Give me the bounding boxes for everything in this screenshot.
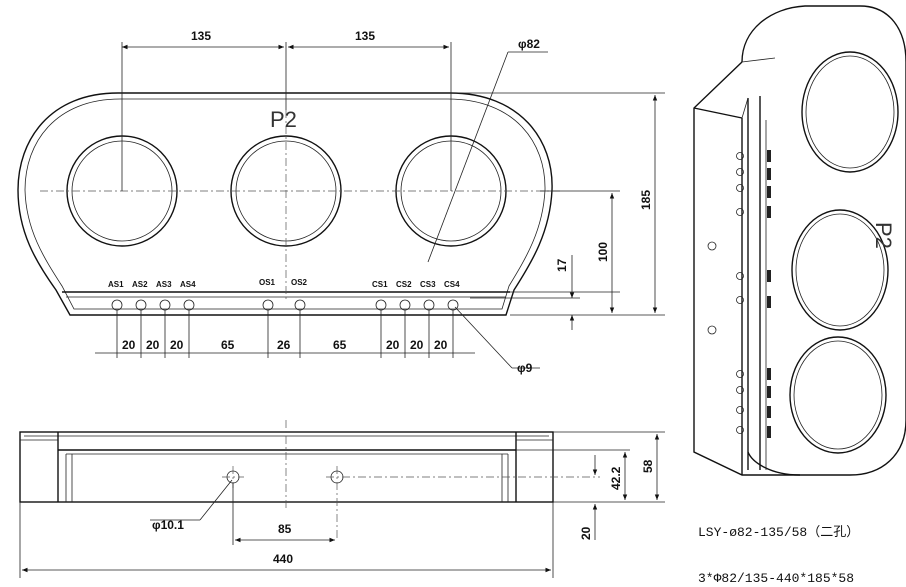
dim-20-c: 20 <box>170 338 184 352</box>
dim-65-b: 65 <box>333 338 347 352</box>
perspective-side-hole-2 <box>707 325 717 335</box>
terminal-CS3: CS3 <box>420 280 436 311</box>
dim-20-b: 20 <box>146 338 160 352</box>
terminal-CS4: CS4 <box>444 280 460 311</box>
side-bolt-hole-right <box>326 466 600 540</box>
svg-text:AS3: AS3 <box>156 280 172 289</box>
front-view: P2 135 135 φ82 185 100 17 AS1 AS2 AS3 AS… <box>17 29 665 375</box>
perspective-hole-top-inner <box>805 55 895 169</box>
dim-135-left: 135 <box>191 29 211 43</box>
dim-phi10: φ10.1 <box>152 518 184 532</box>
perspective-hole-bottom-inner <box>793 340 883 450</box>
svg-text:OS2: OS2 <box>291 278 308 287</box>
svg-text:OS1: OS1 <box>259 278 276 287</box>
dim-135-right: 135 <box>355 29 375 43</box>
dim-20-a: 20 <box>122 338 136 352</box>
dim-58: 58 <box>641 459 655 473</box>
perspective-hole-bottom <box>789 336 887 454</box>
terminal-AS4: AS4 <box>180 280 196 311</box>
front-body-inner-outline <box>24 98 546 310</box>
perspective-hole-middle <box>791 209 889 331</box>
svg-text:CS1: CS1 <box>372 280 388 289</box>
perspective-edge-top <box>693 107 743 119</box>
terminal-OS2: OS2 <box>291 278 308 311</box>
perspective-front-face <box>693 61 800 476</box>
dim-100: 100 <box>596 242 610 262</box>
svg-text:CS2: CS2 <box>396 280 412 289</box>
perspective-groove-top <box>741 97 749 119</box>
dim-phi82: φ82 <box>518 37 540 51</box>
terminal-AS2: AS2 <box>132 280 148 311</box>
dim-42-2: 42.2 <box>609 466 623 490</box>
dim-20-f: 20 <box>434 338 448 352</box>
dim-65-a: 65 <box>221 338 235 352</box>
perspective-view: P2 <box>693 5 906 476</box>
svg-text:CS3: CS3 <box>420 280 436 289</box>
svg-text:AS1: AS1 <box>108 280 124 289</box>
spec-line-1: LSY-ø82-135/58（二孔） <box>698 525 859 540</box>
dim-20-side: 20 <box>579 526 593 540</box>
dim-440: 440 <box>273 552 293 566</box>
svg-text:CS4: CS4 <box>444 280 460 289</box>
perspective-hole-middle-inner <box>795 213 885 327</box>
perspective-side-hole-1 <box>707 241 717 251</box>
phi82-leader <box>427 51 509 263</box>
terminal-CS1: CS1 <box>372 280 388 311</box>
front-body-outline <box>17 92 553 316</box>
terminal-AS3: AS3 <box>156 280 172 311</box>
terminal-AS1: AS1 <box>108 280 124 311</box>
dim-17: 17 <box>555 258 569 272</box>
product-label: P2 <box>270 107 297 132</box>
dim-20-e: 20 <box>410 338 424 352</box>
perspective-edge-top-2 <box>741 57 776 63</box>
terminal-CS2: CS2 <box>396 280 412 311</box>
spec-line-2: 3*Φ82/135-440*185*58 <box>698 571 854 586</box>
terminal-extension-lines <box>116 310 454 358</box>
dim-26: 26 <box>277 338 291 352</box>
phi10-leader <box>199 479 233 521</box>
perspective-label: P2 <box>871 222 896 249</box>
perspective-terminal-marks <box>767 150 771 438</box>
side-body-outline <box>19 431 554 503</box>
svg-text:AS2: AS2 <box>132 280 148 289</box>
perspective-hole-top <box>801 51 899 173</box>
dim-185: 185 <box>639 190 653 210</box>
perspective-terminals <box>736 152 744 434</box>
phi9-leader <box>454 306 513 369</box>
terminal-group: AS1 AS2 AS3 AS4 OS1 OS2 CS1 CS2 CS3 CS4 <box>108 278 460 311</box>
side-view: φ10.1 85 440 58 42.2 20 <box>19 420 665 578</box>
dim-85: 85 <box>278 522 292 536</box>
dim-20-d: 20 <box>386 338 400 352</box>
svg-text:AS4: AS4 <box>180 280 196 289</box>
bottom-dim-labels: 20 20 20 65 26 65 20 20 20 <box>122 338 448 352</box>
dim-phi9: φ9 <box>517 361 533 375</box>
terminal-OS1: OS1 <box>259 278 276 311</box>
